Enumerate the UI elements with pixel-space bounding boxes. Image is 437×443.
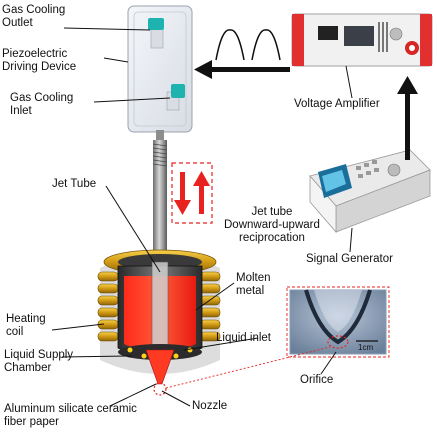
- button-grid-icon: [356, 160, 379, 178]
- pulse-waveform: [215, 29, 281, 61]
- nozzle-cone: [145, 349, 175, 385]
- label-jet-tube-motion: Jet tube Downward-upward reciprocation: [224, 206, 320, 244]
- label-molten-metal: Molten metal: [236, 272, 271, 297]
- label-signal-generator: Signal Generator: [306, 253, 393, 265]
- down-arrow-icon: [174, 172, 191, 215]
- up-arrow-icon: [193, 171, 210, 214]
- label-jet-tube: Jet Tube: [52, 178, 97, 190]
- coil-turns: [97, 271, 221, 342]
- leader-lines: [51, 27, 353, 407]
- inset-connector: [165, 346, 331, 389]
- signal-generator: [309, 149, 431, 234]
- gas-cooling-outlet-fitting: [148, 18, 164, 49]
- label-nozzle: Nozzle: [192, 400, 228, 412]
- thread-icon: [152, 143, 168, 167]
- amplifier-to-device-arrow: [194, 60, 290, 79]
- label-liquid-inlet: Liquid inlet: [216, 332, 271, 344]
- label-heating-coil: Heating coil: [6, 313, 46, 338]
- inset-highlight-box: [286, 286, 390, 358]
- voltage-amplifier: [291, 13, 433, 67]
- label-orifice: Orifice: [300, 374, 334, 386]
- label-aluminum-silicate-paper: Aluminum silicate ceramic fiber paper: [4, 403, 137, 428]
- yellow-ports: [127, 347, 193, 359]
- label-piezoelectric-driving-device: Piezoelectric Driving Device: [2, 48, 77, 73]
- generator-to-amplifier-arrow: [397, 76, 418, 160]
- label-liquid-supply-chamber: Liquid Supply Chamber: [4, 349, 74, 374]
- jet-tube-lower: [151, 261, 169, 353]
- gas-cooling-inlet-fitting: [166, 84, 185, 111]
- label-gas-cooling-inlet: Gas Cooling Inlet: [10, 92, 74, 117]
- label-voltage-amplifier: Voltage Amplifier: [294, 98, 380, 110]
- label-gas-cooling-outlet: Gas Cooling Outlet: [2, 4, 66, 29]
- nozzle-orifice-highlight: [153, 382, 167, 396]
- jet-tube-rod: [153, 140, 167, 280]
- vent-icon: [378, 22, 388, 52]
- scale-bar-label: 1cm: [358, 343, 374, 352]
- orifice-inset: [289, 289, 387, 355]
- motion-box: [171, 162, 213, 224]
